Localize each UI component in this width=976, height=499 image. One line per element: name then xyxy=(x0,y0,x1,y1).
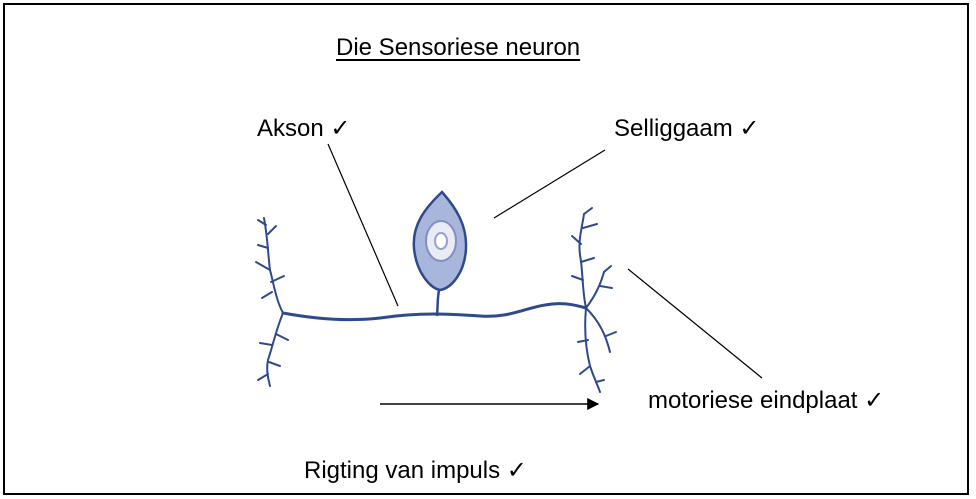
motoriese-eindplaat-pointer-line xyxy=(628,269,762,378)
selliggaam-pointer-line xyxy=(494,150,605,218)
left-dendrites xyxy=(256,218,288,386)
axon xyxy=(283,304,586,320)
motor-end-plate-branches xyxy=(572,208,616,392)
akson-pointer-line xyxy=(328,144,398,306)
nucleus xyxy=(435,233,447,249)
